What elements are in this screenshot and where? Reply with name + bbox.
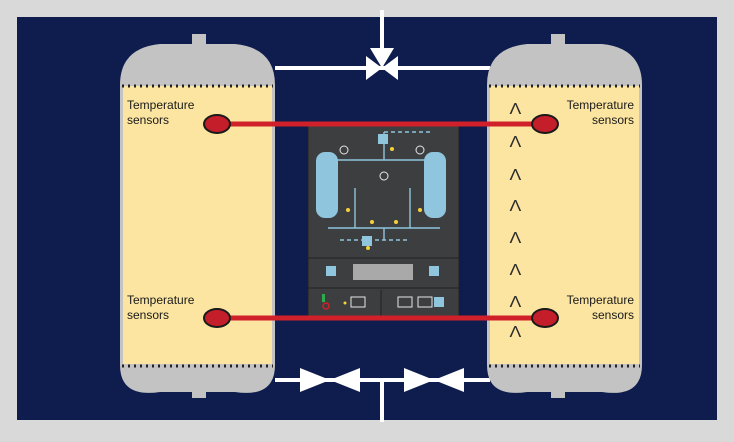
label-sensor-bottom-right: Temperature sensors: [567, 293, 634, 323]
controller-unit: [307, 123, 460, 321]
label-sensor-top-left: Temperature sensors: [127, 98, 194, 128]
flow-chevron: Λ: [509, 198, 522, 215]
flow-chevron: Λ: [509, 262, 522, 279]
label-line: Temperature: [566, 98, 634, 112]
left-vessel: [120, 34, 275, 398]
controller-leds: [346, 147, 422, 250]
flow-chevron: Λ: [509, 134, 522, 151]
flow-chevron: Λ: [509, 101, 522, 118]
controller-tower-left: [316, 152, 338, 218]
sensor-lines: [203, 114, 559, 328]
sensor-top-right: [531, 114, 559, 134]
controller-nav-icon: [326, 266, 336, 276]
controller-enter-icon: [429, 266, 439, 276]
label-line: sensors: [591, 308, 634, 322]
flow-chevron: Λ: [509, 167, 522, 184]
controller-tower-right: [424, 152, 446, 218]
right-vessel: [487, 34, 642, 398]
label-sensor-bottom-left: Temperature sensors: [127, 293, 194, 323]
sensor-bottom-right: [531, 308, 559, 328]
label-line: sensors: [591, 113, 634, 127]
top-arrows: [366, 48, 398, 80]
label-line: sensors: [127, 113, 170, 127]
wrench-icon: [397, 296, 413, 308]
label-line: Temperature: [127, 293, 195, 307]
controller-lcd: [353, 264, 413, 280]
controller-schematic: [328, 131, 440, 241]
flow-chevron: Λ: [509, 294, 522, 311]
menu-icon: [434, 297, 444, 307]
label-line: sensors: [127, 308, 170, 322]
valve-icon: [417, 296, 433, 308]
flow-chevron: Λ: [509, 230, 522, 247]
label-line: Temperature: [127, 98, 195, 112]
sensor-top-left: [203, 114, 231, 134]
sensor-bottom-left: [203, 308, 231, 328]
bottom-arrows: [300, 368, 464, 392]
label-sensor-top-right: Temperature sensors: [567, 98, 634, 128]
lightning-icon: [350, 296, 366, 308]
label-line: Temperature: [566, 293, 634, 307]
power-indicator: [322, 294, 325, 302]
flow-chevron: Λ: [509, 324, 522, 341]
